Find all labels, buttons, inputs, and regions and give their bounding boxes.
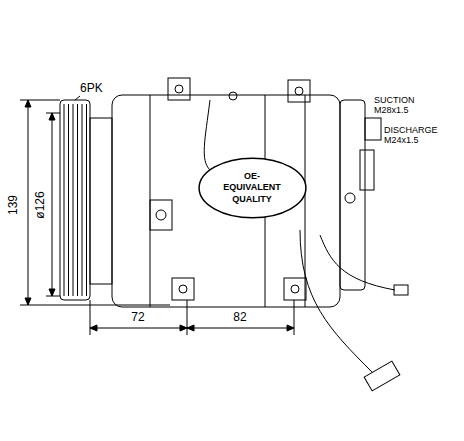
port-spec: SUCTION M28x1.5 bbox=[374, 96, 444, 116]
plug bbox=[364, 361, 400, 391]
discharge-port bbox=[360, 150, 374, 190]
clutch-hub bbox=[90, 118, 112, 284]
pulley-grooves bbox=[64, 104, 87, 296]
plug bbox=[394, 285, 408, 295]
mount-ears bbox=[168, 78, 355, 300]
quality-text: OE- EQUIVALENT QUALITY bbox=[219, 171, 285, 205]
suction-port bbox=[365, 118, 381, 140]
groove bbox=[73, 104, 74, 296]
dimension: 82 bbox=[231, 311, 248, 324]
groove bbox=[64, 104, 65, 296]
wires bbox=[204, 100, 395, 372]
dimension: ø126 bbox=[34, 191, 47, 218]
groove bbox=[77, 104, 78, 296]
dimension: 72 bbox=[129, 311, 146, 324]
port-spec: DISCHARGE M24x1.5 bbox=[384, 126, 454, 146]
dimension: 139 bbox=[7, 195, 20, 215]
belt-spec: 6PK bbox=[80, 82, 103, 95]
groove bbox=[68, 104, 69, 296]
pulley bbox=[60, 100, 90, 300]
switch bbox=[150, 200, 172, 230]
quality-ellipse: OE- EQUIVALENT QUALITY bbox=[198, 157, 307, 219]
rear-head bbox=[340, 100, 365, 290]
groove bbox=[82, 104, 83, 296]
groove bbox=[86, 104, 87, 296]
